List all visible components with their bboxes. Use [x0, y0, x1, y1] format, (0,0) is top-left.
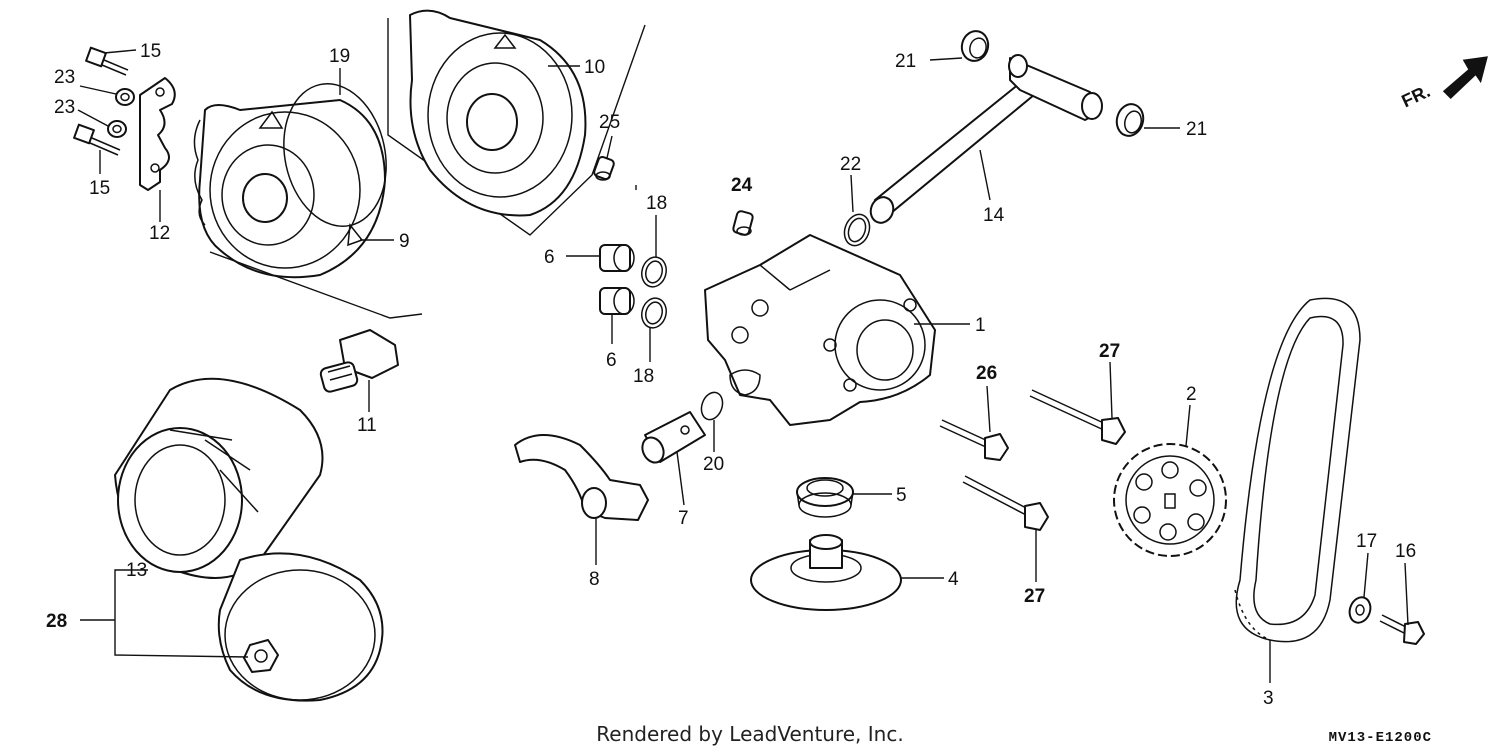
- bolt-15-lower[interactable]: [73, 123, 121, 156]
- callout-1[interactable]: 1: [975, 315, 986, 336]
- callout-16[interactable]: 16: [1395, 541, 1416, 562]
- o-ring-18-upper[interactable]: [639, 254, 670, 289]
- washer-17[interactable]: [1346, 594, 1374, 625]
- strainer-pipe-8[interactable]: [514, 434, 649, 521]
- washer-23-lower[interactable]: [107, 120, 127, 138]
- callout-labels: 1 2 3 4 5 6 6 7 8 9 10 11 12 13 14 15 15…: [46, 41, 1416, 709]
- callout-6-upper[interactable]: 6: [544, 247, 555, 268]
- callout-12[interactable]: 12: [149, 223, 170, 244]
- strainer-plate-4[interactable]: [750, 534, 902, 611]
- callout-25[interactable]: 25: [599, 112, 620, 133]
- fitting-11[interactable]: [319, 329, 399, 393]
- bolt-15-top[interactable]: [85, 46, 129, 76]
- collar-21-upper[interactable]: [959, 28, 992, 64]
- oil-pipe-14[interactable]: [867, 54, 1103, 226]
- bolt-27-lower[interactable]: [962, 475, 1049, 531]
- oil-filter-13[interactable]: [114, 377, 324, 579]
- seal-5[interactable]: [796, 477, 854, 518]
- dowel-pin-24[interactable]: [732, 210, 754, 236]
- bolt-27-upper[interactable]: [1029, 389, 1126, 445]
- callout-17[interactable]: 17: [1356, 531, 1377, 552]
- callout-21-upper[interactable]: 21: [895, 51, 916, 72]
- callout-7[interactable]: 7: [678, 508, 689, 529]
- washer-23-upper[interactable]: [115, 88, 135, 106]
- callout-26[interactable]: 26: [976, 363, 997, 384]
- sprocket-2[interactable]: [1113, 443, 1227, 557]
- dowel-pin-25[interactable]: [593, 155, 615, 181]
- front-indicator-label: FR.: [1398, 81, 1433, 111]
- callout-5[interactable]: 5: [896, 485, 907, 506]
- callout-23-upper[interactable]: 23: [54, 67, 75, 88]
- callout-14[interactable]: 14: [983, 205, 1005, 226]
- front-arrow-icon: FR.: [1398, 56, 1488, 111]
- callout-22[interactable]: 22: [840, 154, 861, 175]
- callout-11[interactable]: 11: [357, 415, 377, 436]
- callout-3[interactable]: 3: [1263, 688, 1274, 709]
- bushing-6-upper[interactable]: [599, 244, 635, 272]
- bolt-16[interactable]: [1379, 614, 1425, 645]
- callout-9[interactable]: 9: [399, 231, 410, 252]
- cooler-cover-10[interactable]: [409, 9, 587, 217]
- callout-27-lower[interactable]: 27: [1024, 586, 1045, 607]
- o-ring-22[interactable]: [840, 211, 873, 249]
- callout-23-lower[interactable]: 23: [54, 97, 75, 118]
- oil-pump-body-1[interactable]: [704, 234, 936, 426]
- bolt-26[interactable]: [939, 419, 1009, 461]
- plate-12[interactable]: [139, 77, 176, 191]
- oil-cooler-housing-9[interactable]: [193, 99, 386, 279]
- callout-18-upper[interactable]: 18: [646, 193, 667, 214]
- joint-pipe-7[interactable]: [638, 411, 706, 466]
- o-ring-19[interactable]: [271, 74, 399, 236]
- callout-15-top[interactable]: 15: [140, 41, 161, 62]
- callout-8[interactable]: 8: [589, 569, 600, 590]
- callout-2[interactable]: 2: [1186, 384, 1197, 405]
- callout-10[interactable]: 10: [584, 57, 605, 78]
- collar-21-lower[interactable]: [1113, 101, 1146, 139]
- callout-18-lower[interactable]: 18: [633, 366, 654, 387]
- chain-3[interactable]: [1234, 297, 1361, 643]
- diagram-code: MV13-E1200C: [1328, 730, 1432, 746]
- callout-19[interactable]: 19: [329, 46, 350, 67]
- oil-filter-element-28[interactable]: [217, 552, 384, 702]
- leader-lines: [77, 49, 1409, 683]
- callout-21-lower[interactable]: 21: [1186, 119, 1207, 140]
- o-ring-20[interactable]: [698, 389, 726, 422]
- kit-box-10: [387, 18, 646, 236]
- callout-4[interactable]: 4: [948, 569, 959, 590]
- callout-28[interactable]: 28: [46, 611, 67, 632]
- callout-13[interactable]: 13: [126, 560, 147, 581]
- callout-27-upper[interactable]: 27: [1099, 341, 1120, 362]
- callout-24[interactable]: 24: [731, 175, 753, 196]
- callout-6-lower[interactable]: 6: [606, 350, 617, 371]
- o-ring-18-lower[interactable]: [639, 295, 670, 330]
- callout-20[interactable]: 20: [703, 454, 724, 475]
- bushing-6-lower[interactable]: [599, 287, 635, 315]
- render-credit: Rendered by LeadVenture, Inc.: [596, 722, 904, 746]
- callout-15-lower[interactable]: 15: [89, 178, 110, 199]
